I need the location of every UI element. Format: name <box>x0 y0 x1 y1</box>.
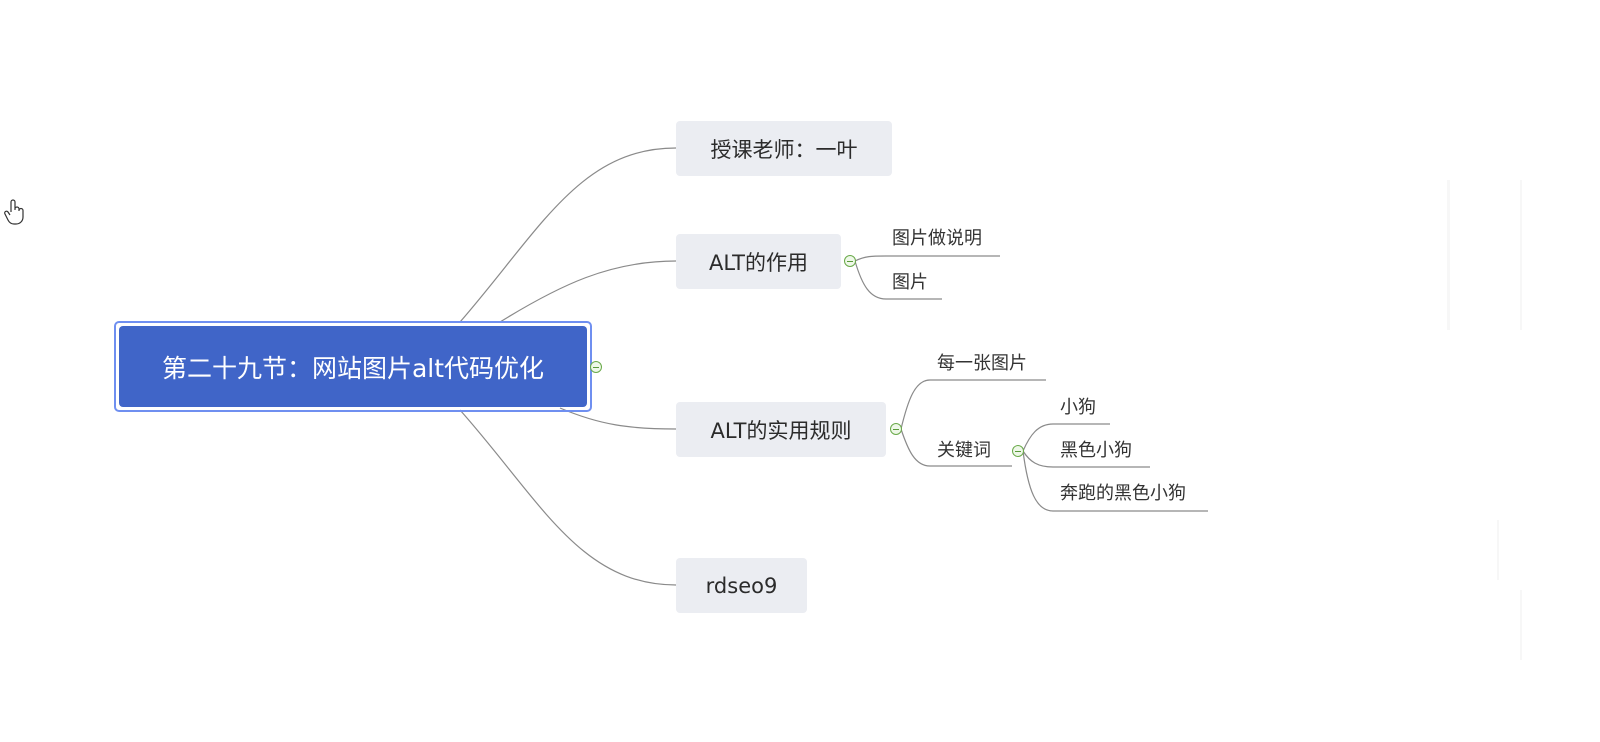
leaf-puppy[interactable]: 小狗 <box>1060 397 1096 418</box>
leaf-keywords[interactable]: 关键词 <box>937 440 991 461</box>
leaf-each-image[interactable]: 每一张图片 <box>937 353 1027 374</box>
connector-alt-purpose <box>499 260 677 323</box>
root-topic-label: 第二十九节：网站图片alt代码优化 <box>119 326 587 407</box>
root-topic[interactable]: 第二十九节：网站图片alt代码优化 <box>114 321 592 412</box>
collapse-minus-icon[interactable] <box>844 255 856 267</box>
branch-site[interactable]: rdseo9 <box>676 558 807 613</box>
collapse-minus-icon[interactable] <box>1012 445 1024 457</box>
connector-alt-rules <box>559 407 677 430</box>
leaf-image-description[interactable]: 图片做说明 <box>892 228 982 249</box>
branch-alt-purpose[interactable]: ALT的作用 <box>676 234 841 289</box>
faint-panel-edge <box>1520 590 1522 660</box>
connector-purpose-1 <box>854 255 1000 262</box>
faint-panel-edge <box>1520 180 1522 330</box>
connector-kw-2 <box>1022 450 1150 468</box>
connector-kw-3 <box>1022 450 1208 512</box>
connector-rules-1 <box>900 379 1046 430</box>
branch-alt-rules[interactable]: ALT的实用规则 <box>676 402 886 457</box>
faint-panel-edge <box>1497 520 1499 580</box>
connector-teacher <box>459 147 677 323</box>
connector-site <box>459 409 677 586</box>
connector-kw-1 <box>1022 423 1110 452</box>
connector-rules-2 <box>900 428 1012 467</box>
collapse-minus-icon[interactable] <box>590 361 602 373</box>
leaf-running-black-puppy[interactable]: 奔跑的黑色小狗 <box>1060 483 1186 504</box>
faint-panel-edge <box>1447 180 1450 330</box>
leaf-image[interactable]: 图片 <box>892 272 928 293</box>
branch-teacher[interactable]: 授课老师：一叶 <box>676 121 892 176</box>
connector-purpose-2 <box>854 260 942 300</box>
collapse-minus-icon[interactable] <box>890 423 902 435</box>
leaf-black-puppy[interactable]: 黑色小狗 <box>1060 440 1132 461</box>
hand-pointer-icon <box>4 198 26 231</box>
